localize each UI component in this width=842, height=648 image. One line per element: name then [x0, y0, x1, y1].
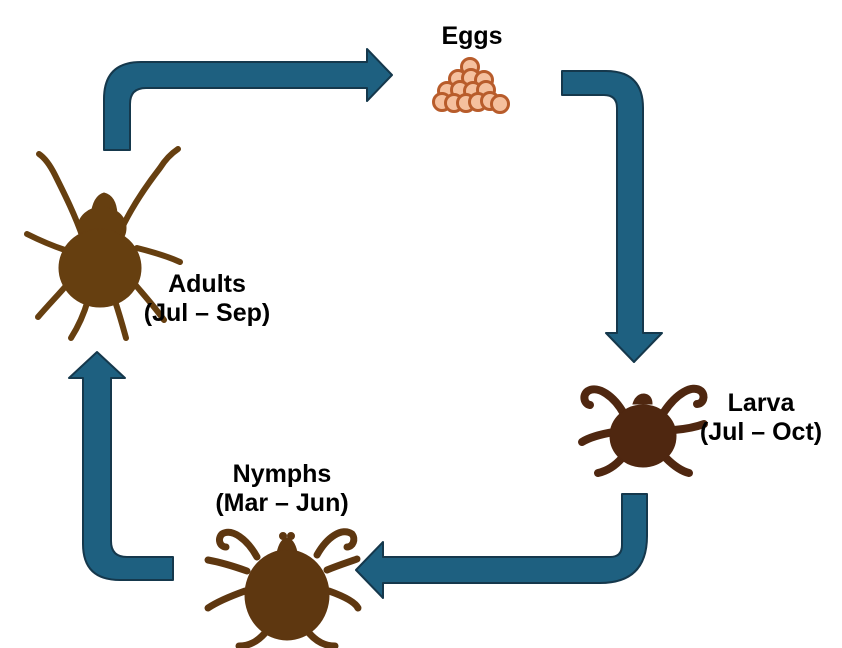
- larva-tick-icon: [578, 384, 708, 477]
- eggs-label: Eggs: [387, 22, 557, 51]
- adults-label-name: Adults: [168, 270, 246, 298]
- larva-label-months: (Jul – Oct): [699, 418, 823, 446]
- nymphs-label: Nymphs (Mar – Jun): [197, 460, 367, 518]
- larva-label: Larva (Jul – Oct): [676, 389, 842, 447]
- adults-label-months: (Jul – Sep): [143, 299, 271, 327]
- arrow-eggs-to-larva-icon: [561, 70, 663, 363]
- larva-label-name: Larva: [727, 389, 795, 417]
- nymphs-label-name: Nymphs: [232, 460, 332, 488]
- egg-cluster-icon: [432, 57, 510, 114]
- nymphs-label-months: (Mar – Jun): [215, 489, 349, 517]
- eggs-label-name: Eggs: [441, 22, 503, 50]
- adults-label: Adults (Jul – Sep): [122, 270, 292, 328]
- nymph-tick-icon: [204, 528, 362, 648]
- adult-tick-icon: [24, 146, 183, 341]
- arrow-adults-to-eggs-icon: [103, 48, 393, 151]
- arrow-larva-to-nymphs-icon: [355, 493, 648, 599]
- arrow-nymphs-to-adults-icon: [68, 351, 174, 581]
